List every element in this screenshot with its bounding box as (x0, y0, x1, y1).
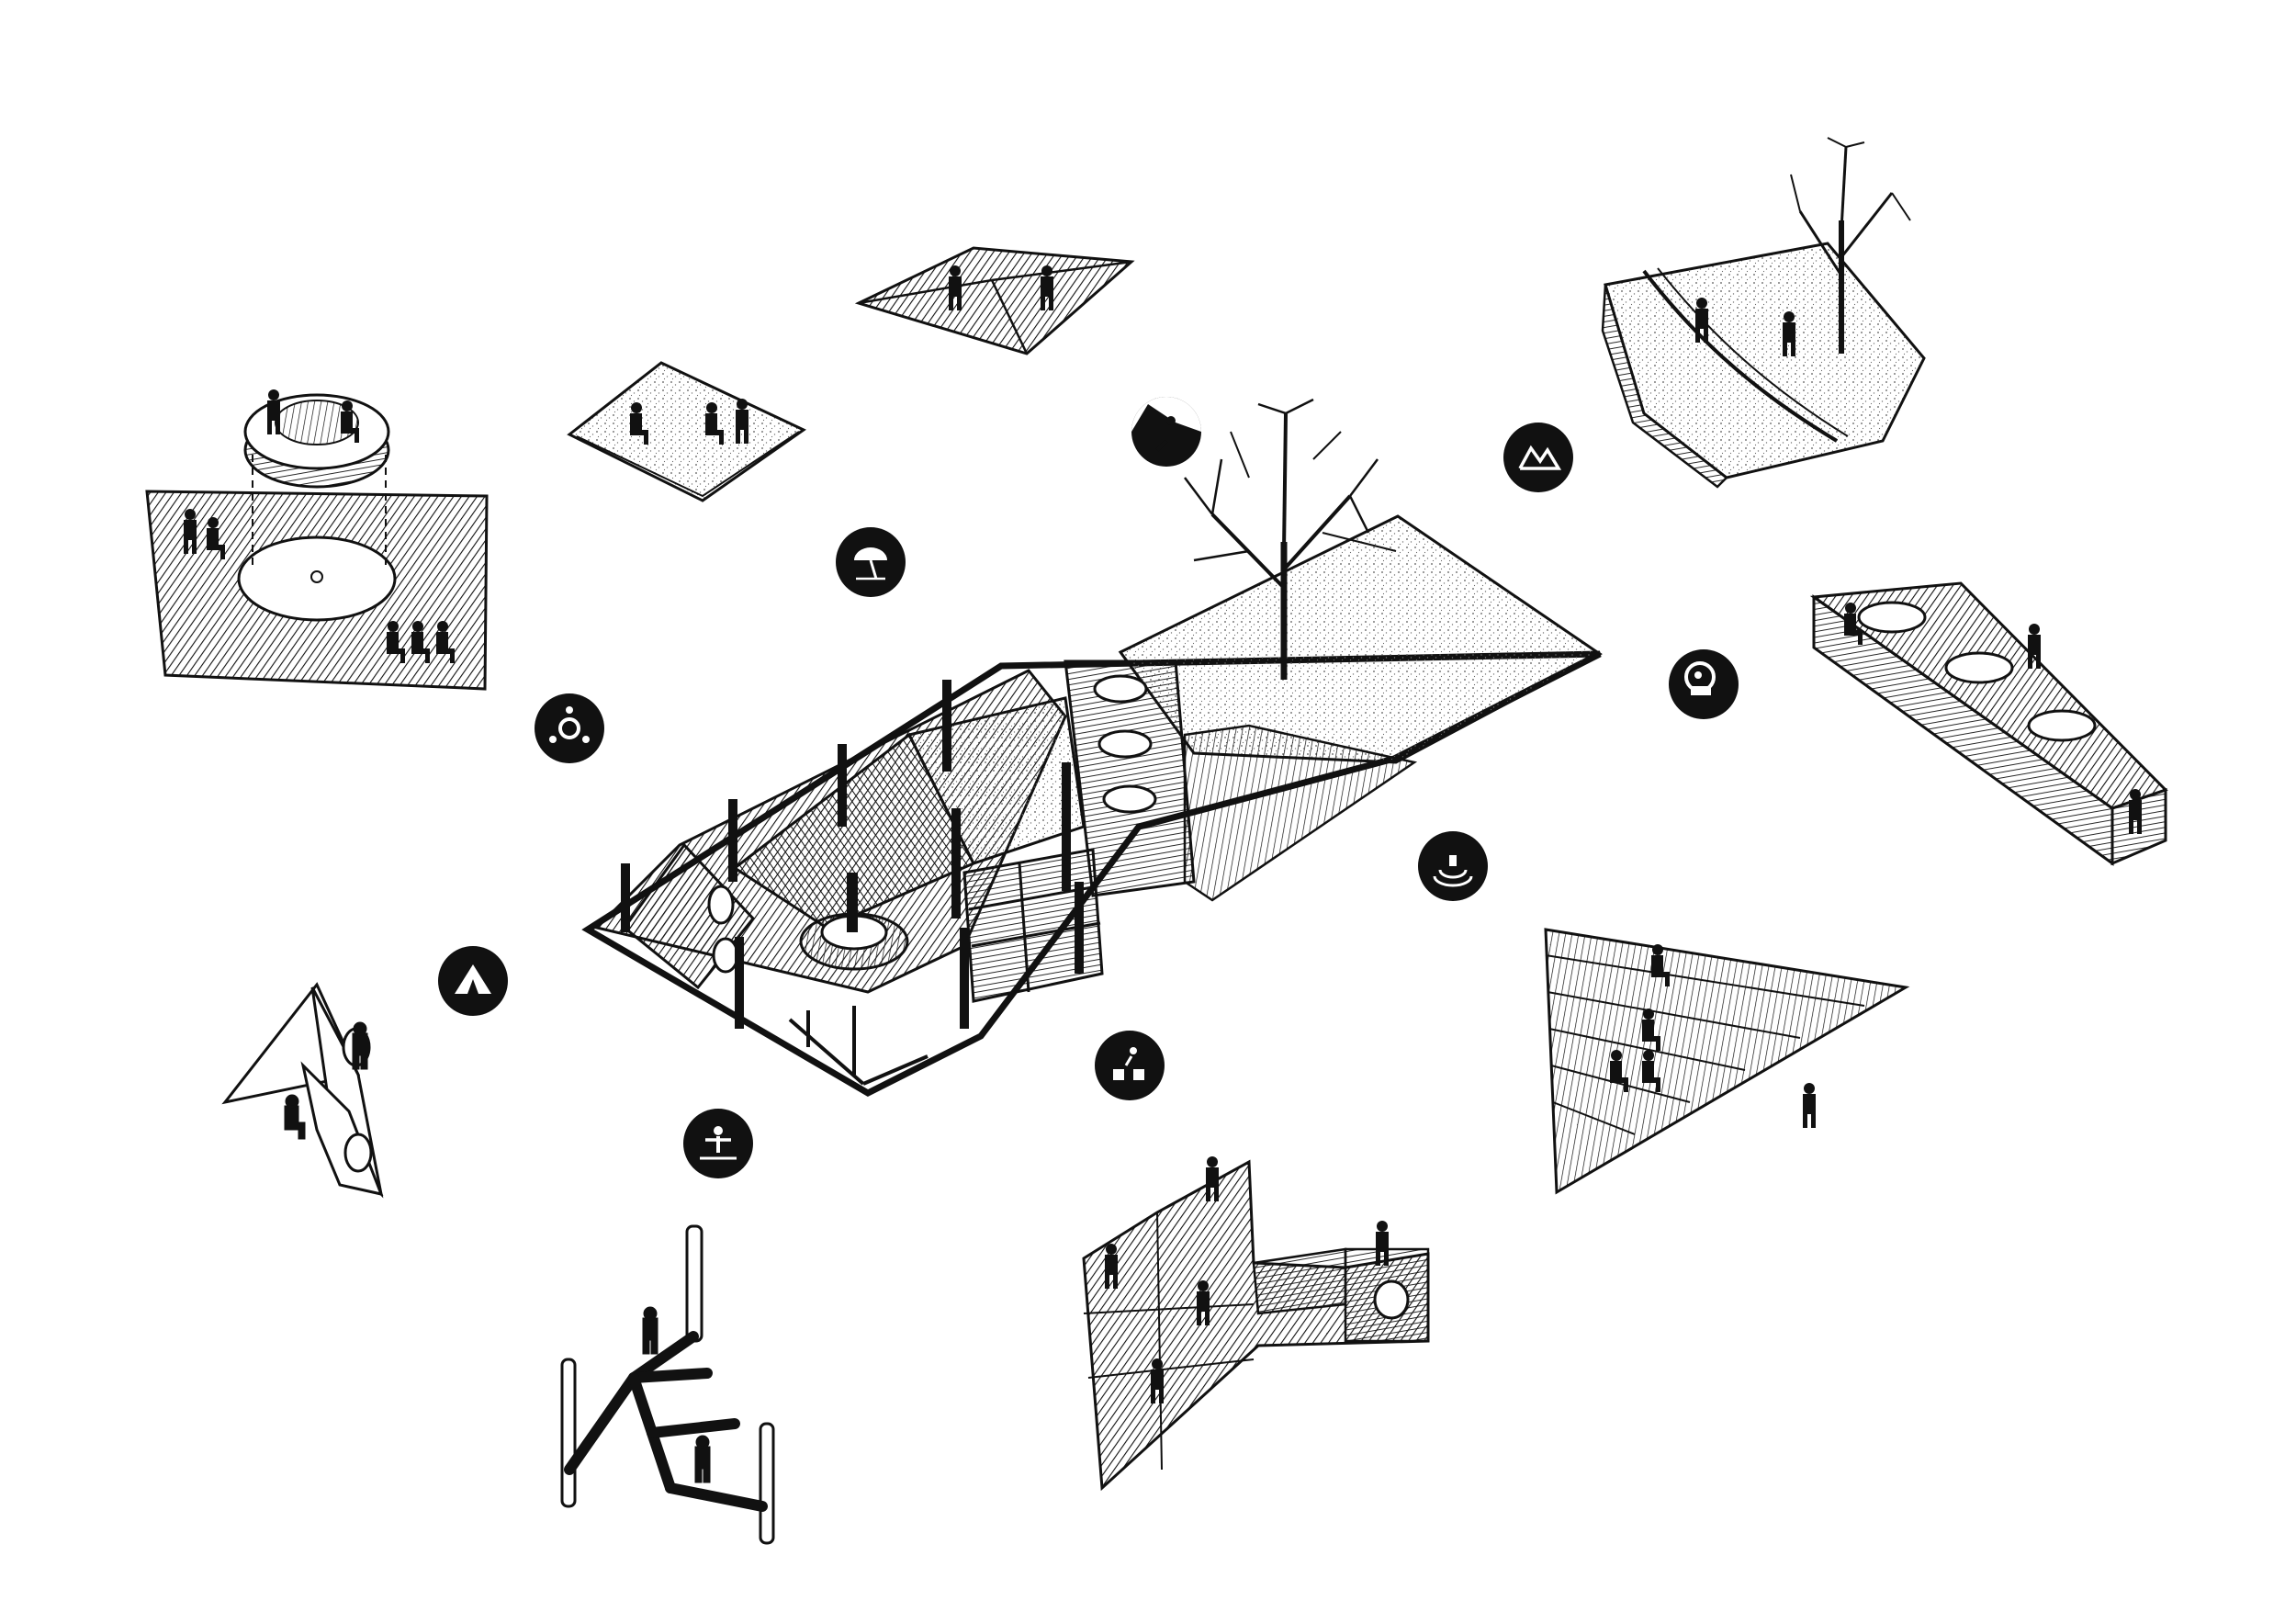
mountain-icon (1503, 423, 1573, 492)
post (960, 928, 969, 1029)
post (838, 744, 847, 827)
sloped-hill-module (1601, 137, 1926, 489)
tent-hole (712, 937, 739, 974)
holes-bench-module (1809, 581, 2168, 866)
activity-icons (438, 397, 1739, 1178)
panel-hole (1102, 784, 1157, 814)
tiered-steps (1544, 928, 1910, 1195)
tent-hole (707, 885, 735, 925)
balance-icon (683, 1109, 753, 1178)
post (942, 680, 951, 772)
tiered-steps-module (1544, 928, 1910, 1195)
hill-surface (1604, 242, 1926, 479)
post (1075, 882, 1084, 974)
balance-poles-module (560, 1224, 775, 1545)
tent-icon (438, 946, 508, 1016)
sand-pit-module (567, 361, 806, 502)
panel-hole (1093, 674, 1148, 704)
sand-pit (567, 361, 806, 502)
climbing-icon (1131, 397, 1201, 467)
person-figure (284, 1094, 306, 1140)
pyramid-roof (854, 246, 1135, 355)
tent-module (221, 982, 384, 1199)
post (728, 799, 737, 882)
post (1062, 762, 1071, 891)
crawl-icon (1669, 649, 1739, 719)
pyramid-roof-module (854, 246, 1135, 355)
holes-panel (1064, 659, 1196, 897)
fountain-icon (1418, 831, 1488, 901)
steps-jump-icon (1095, 1031, 1165, 1100)
person-figure (1803, 1083, 1816, 1128)
person-figure (694, 1435, 711, 1483)
panel-hole (1097, 729, 1153, 759)
post (621, 863, 630, 932)
tree (1184, 398, 1397, 680)
post (951, 808, 961, 919)
round-seat-post (847, 873, 858, 932)
grass-area (1118, 514, 1603, 764)
main-playground-platform (581, 398, 1603, 1097)
beach-umbrella-icon (836, 527, 906, 597)
person-figure (642, 1306, 658, 1355)
post (735, 937, 744, 1029)
gather-icon (535, 693, 604, 763)
tree (1790, 137, 1911, 354)
climbing-blocks-module (1082, 1156, 1430, 1492)
round-seating-module (145, 389, 489, 691)
